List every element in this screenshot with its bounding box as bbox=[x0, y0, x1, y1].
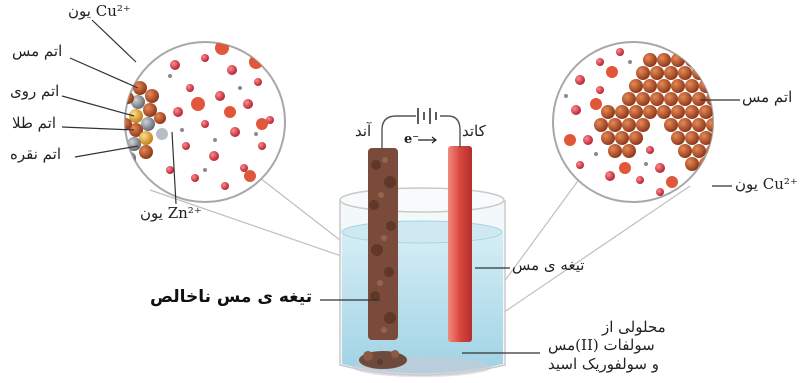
impure-copper-plate-label: تیغه ی مس ناخالص bbox=[150, 287, 312, 307]
gold-atom-label: اتم طلا bbox=[12, 114, 56, 132]
beaker bbox=[340, 188, 505, 377]
circuit bbox=[382, 116, 460, 150]
magnified-anode-circle bbox=[120, 41, 285, 202]
pure-copper-plate bbox=[448, 146, 472, 342]
battery-icon bbox=[418, 108, 436, 124]
solution-label-line2: مس(II) سولفات bbox=[548, 336, 655, 354]
copper-atom-left-label: اتم مس bbox=[12, 42, 62, 60]
copper-atom-right-label: اتم مس bbox=[742, 88, 792, 106]
cu-ion-right-label: یون Cu²⁺ bbox=[735, 175, 798, 193]
solution-label-line1: محلولی از bbox=[602, 318, 666, 336]
electron-arrow-icon bbox=[418, 137, 436, 143]
impure-copper-plate bbox=[368, 148, 398, 340]
solution-label-line3: و سولفوریک اسید bbox=[548, 355, 659, 373]
silver-atom-label: اتم نقره bbox=[10, 145, 61, 163]
electron-label: e⁻ bbox=[404, 132, 419, 147]
cu-ion-left-label: یون Cu²⁺ bbox=[68, 2, 131, 20]
magnified-cathode-circle bbox=[553, 42, 720, 202]
anode-label: آند bbox=[355, 122, 371, 140]
pure-copper-plate-label: تیغه ی مس bbox=[512, 256, 584, 274]
zn-ion-label: یون Zn²⁺ bbox=[140, 204, 202, 222]
cathode-label: کاتد bbox=[462, 122, 486, 140]
zinc-atom-label: اتم روی bbox=[10, 82, 59, 100]
